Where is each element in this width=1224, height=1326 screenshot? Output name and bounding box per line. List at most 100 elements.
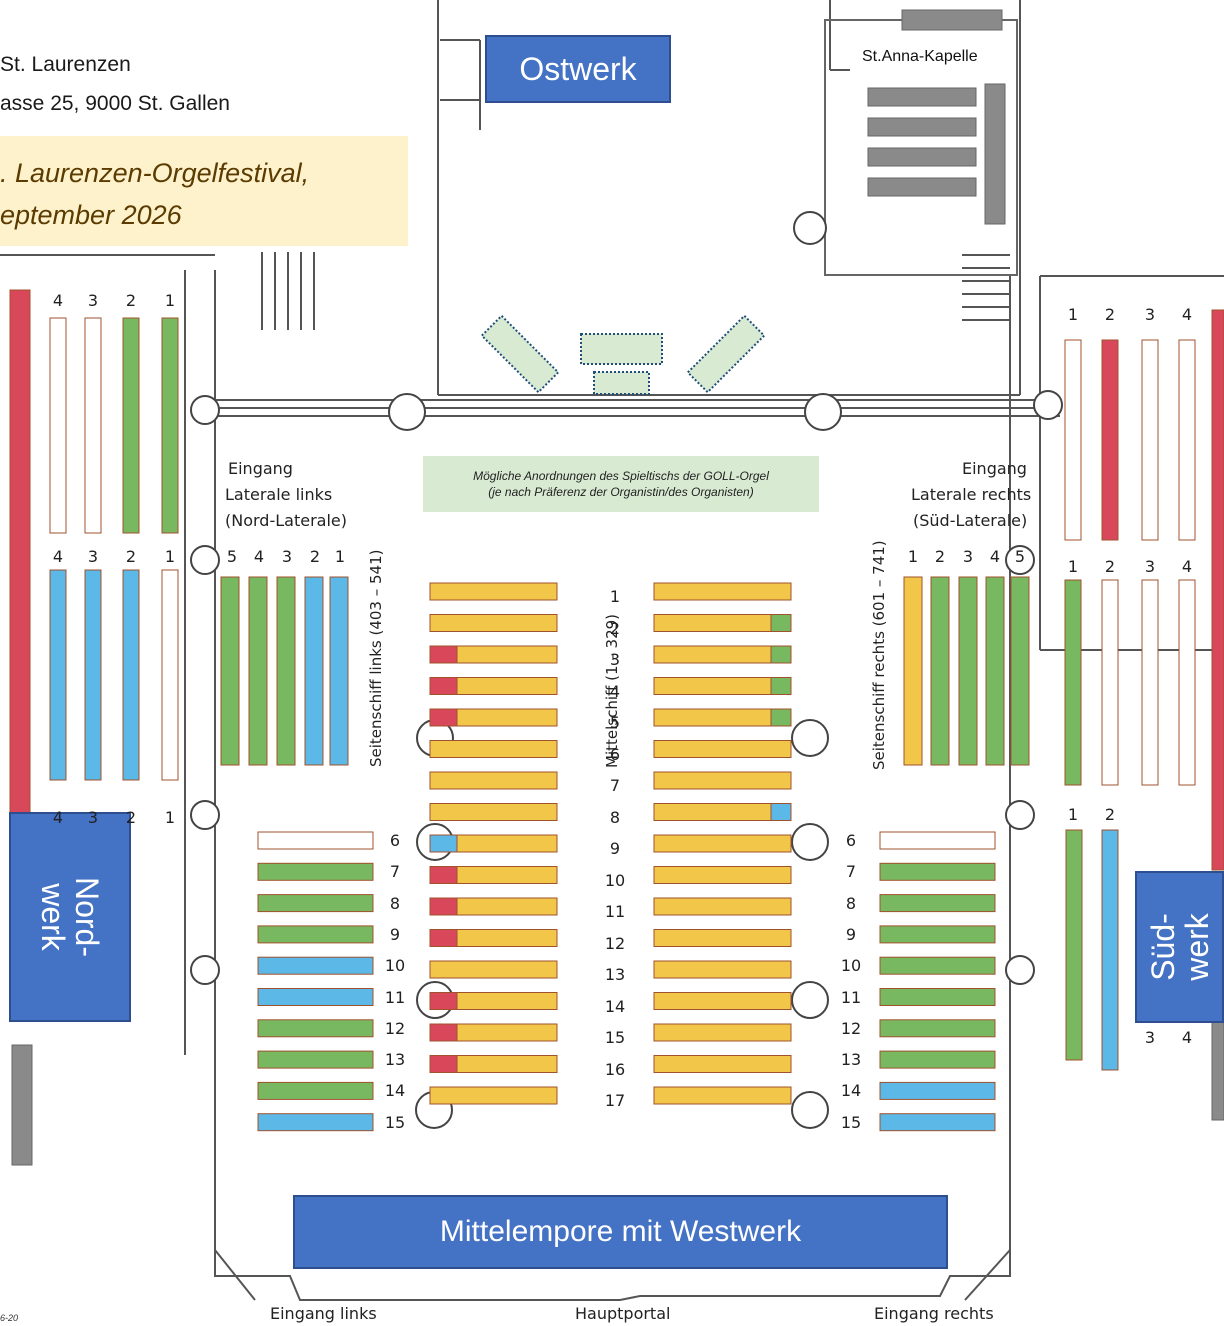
seat-block[interactable] bbox=[1141, 339, 1159, 541]
seat-block[interactable] bbox=[122, 569, 140, 781]
seat-block[interactable] bbox=[879, 925, 996, 944]
seat-block[interactable] bbox=[879, 1081, 996, 1100]
seat-block[interactable] bbox=[257, 894, 374, 913]
seat-block[interactable] bbox=[429, 771, 558, 790]
seat-block[interactable] bbox=[429, 582, 558, 601]
seat-block[interactable] bbox=[879, 956, 996, 975]
seat-block[interactable] bbox=[257, 862, 374, 881]
seat-block[interactable] bbox=[879, 1113, 996, 1132]
seat-block[interactable] bbox=[248, 576, 268, 766]
seat-block[interactable] bbox=[429, 897, 458, 916]
seat-block[interactable] bbox=[653, 803, 792, 821]
seat-block[interactable] bbox=[770, 645, 792, 664]
column-number: 3 bbox=[1144, 1028, 1156, 1047]
seat-block[interactable] bbox=[653, 1023, 792, 1042]
festival-date: eptember 2026 bbox=[0, 200, 182, 230]
seat-block[interactable] bbox=[1064, 579, 1082, 786]
seat-block[interactable] bbox=[1178, 339, 1196, 541]
seat-block[interactable] bbox=[429, 992, 458, 1010]
seat-block[interactable] bbox=[653, 897, 792, 916]
seat-block[interactable] bbox=[329, 576, 349, 766]
seat-block[interactable] bbox=[653, 677, 792, 695]
seat-block[interactable] bbox=[429, 708, 458, 727]
seat-block[interactable] bbox=[257, 1050, 374, 1069]
seat-block[interactable] bbox=[653, 740, 792, 758]
seat-block[interactable] bbox=[429, 740, 558, 758]
ostwerk-label: Ostwerk bbox=[485, 35, 671, 103]
seat-block[interactable] bbox=[879, 988, 996, 1006]
seat-block[interactable] bbox=[653, 771, 792, 790]
seat-block[interactable] bbox=[429, 960, 558, 979]
seat-block[interactable] bbox=[770, 677, 792, 695]
seat-block[interactable] bbox=[879, 831, 996, 850]
entrance-right-sub1: Laterale rechts bbox=[911, 485, 1032, 504]
seat-block[interactable] bbox=[257, 1019, 374, 1038]
seat-block[interactable] bbox=[257, 956, 374, 975]
seat-block[interactable] bbox=[1101, 339, 1119, 541]
row-number: 11 bbox=[384, 987, 406, 1007]
seat-block[interactable] bbox=[429, 614, 558, 632]
seat-block[interactable] bbox=[879, 862, 996, 881]
seat-block[interactable] bbox=[257, 1081, 374, 1100]
seat-block[interactable] bbox=[429, 1023, 458, 1042]
seat-block[interactable] bbox=[84, 569, 102, 781]
seat-block[interactable] bbox=[1101, 579, 1119, 786]
seat-block[interactable] bbox=[161, 569, 179, 781]
row-number: 6 bbox=[845, 831, 857, 850]
seat-block[interactable] bbox=[429, 645, 458, 664]
seat-block[interactable] bbox=[49, 569, 67, 781]
seat-block[interactable] bbox=[429, 866, 458, 884]
seat-block[interactable] bbox=[429, 1086, 558, 1105]
seat-block[interactable] bbox=[770, 803, 792, 821]
seat-block[interactable] bbox=[257, 1113, 374, 1132]
seat-block[interactable] bbox=[1178, 579, 1196, 786]
seat-block[interactable] bbox=[84, 317, 102, 534]
column-number: 3 bbox=[1144, 557, 1156, 576]
seat-block[interactable] bbox=[903, 576, 923, 766]
seat-block[interactable] bbox=[653, 834, 792, 853]
row-number: 15 bbox=[604, 1028, 626, 1047]
seat-block[interactable] bbox=[1064, 339, 1082, 541]
seat-block[interactable] bbox=[257, 831, 374, 850]
seat-block[interactable] bbox=[429, 834, 458, 853]
row-number: 9 bbox=[389, 924, 401, 944]
seat-block[interactable] bbox=[958, 576, 978, 766]
seat-block[interactable] bbox=[304, 576, 324, 766]
seat-block[interactable] bbox=[653, 1086, 792, 1105]
seat-block[interactable] bbox=[653, 645, 792, 664]
seat-block[interactable] bbox=[429, 1055, 458, 1073]
column-number: 2 bbox=[1104, 305, 1116, 324]
seat-block[interactable] bbox=[220, 576, 240, 766]
nordwerk-label: Nord- werk bbox=[9, 812, 131, 1022]
seat-block[interactable] bbox=[770, 708, 792, 727]
seat-block[interactable] bbox=[770, 614, 792, 632]
seat-block[interactable] bbox=[653, 960, 792, 979]
seat-block[interactable] bbox=[879, 894, 996, 913]
seat-block[interactable] bbox=[930, 576, 950, 766]
seat-block[interactable] bbox=[653, 992, 792, 1010]
seat-block[interactable] bbox=[879, 1019, 996, 1038]
seat-block[interactable] bbox=[653, 614, 792, 632]
seat-block[interactable] bbox=[1141, 579, 1159, 786]
seat-block[interactable] bbox=[1065, 829, 1083, 1061]
seat-block[interactable] bbox=[257, 925, 374, 944]
seat-block[interactable] bbox=[429, 677, 458, 695]
seat-block[interactable] bbox=[1010, 576, 1030, 766]
seat-block[interactable] bbox=[653, 582, 792, 601]
seat-block[interactable] bbox=[653, 708, 792, 727]
seat-block[interactable] bbox=[429, 803, 558, 821]
seat-block[interactable] bbox=[161, 317, 179, 534]
seat-block[interactable] bbox=[985, 576, 1005, 766]
seat-block[interactable] bbox=[122, 317, 140, 534]
seat-block[interactable] bbox=[1211, 309, 1224, 871]
seat-block[interactable] bbox=[276, 576, 296, 766]
seat-block[interactable] bbox=[653, 1055, 792, 1073]
seat-block[interactable] bbox=[257, 988, 374, 1006]
seat-block[interactable] bbox=[1101, 829, 1119, 1071]
console-note-line1: Mögliche Anordnungen des Spieltischs der… bbox=[473, 469, 769, 483]
seat-block[interactable] bbox=[429, 929, 458, 947]
seat-block[interactable] bbox=[653, 866, 792, 884]
seat-block[interactable] bbox=[879, 1050, 996, 1069]
seat-block[interactable] bbox=[49, 317, 67, 534]
seat-block[interactable] bbox=[653, 929, 792, 947]
